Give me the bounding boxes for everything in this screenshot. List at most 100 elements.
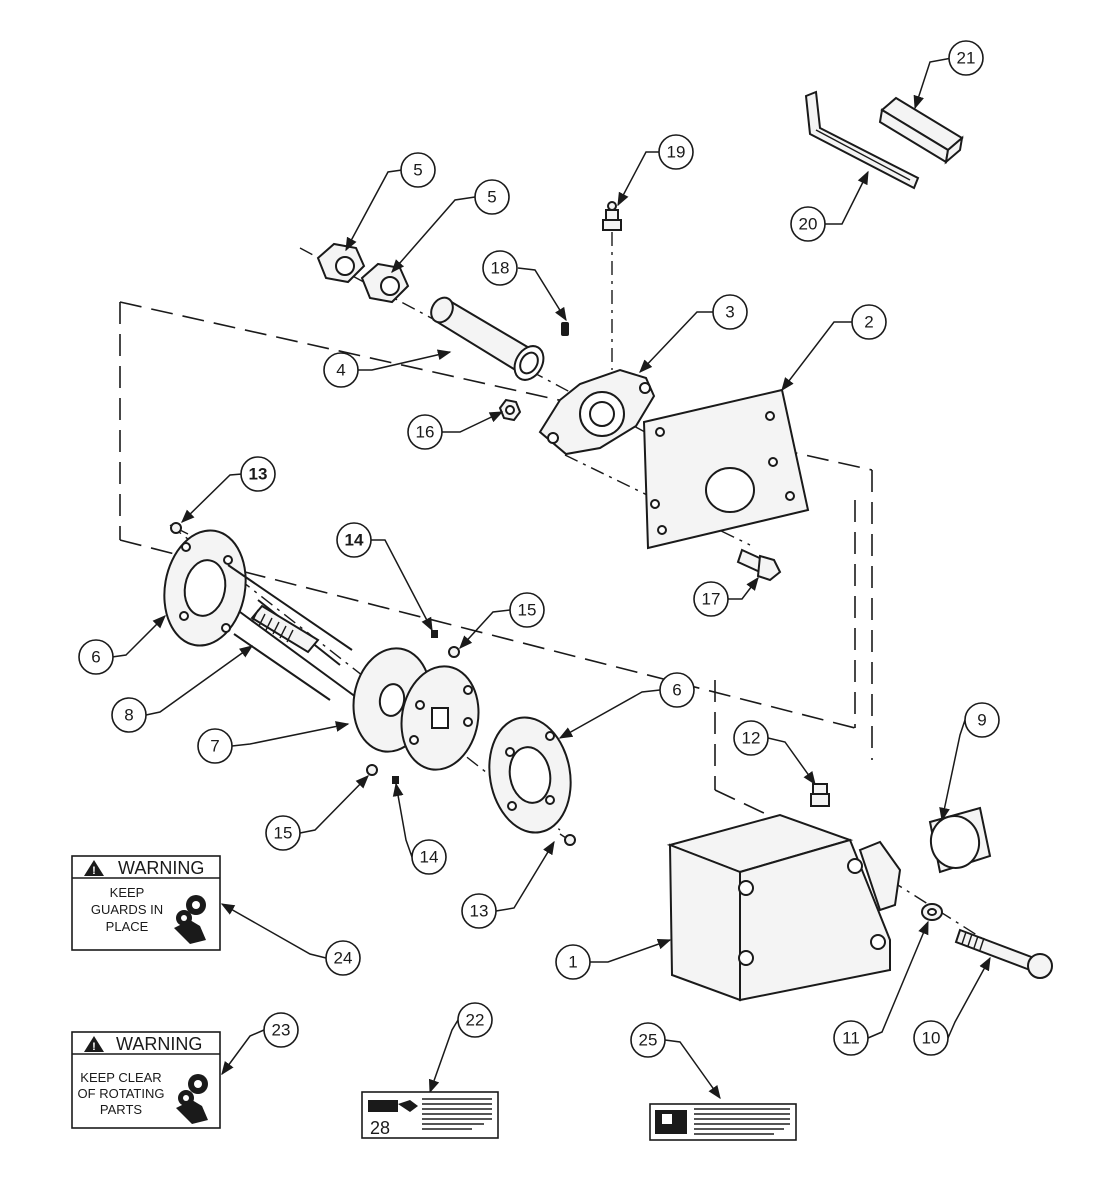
flange-bearing-part bbox=[538, 368, 656, 456]
allen-wrench-part bbox=[804, 90, 920, 190]
callout-7: 7 bbox=[197, 728, 233, 764]
svg-text:15: 15 bbox=[274, 824, 293, 843]
svg-text:12: 12 bbox=[742, 729, 761, 748]
callout-6-right: 6 bbox=[659, 672, 695, 708]
callout-1: 1 bbox=[555, 944, 591, 980]
svg-text:13: 13 bbox=[249, 465, 268, 484]
svg-text:21: 21 bbox=[957, 49, 976, 68]
svg-text:8: 8 bbox=[124, 706, 133, 725]
key-part bbox=[878, 96, 964, 165]
svg-text:5: 5 bbox=[487, 188, 496, 207]
svg-text:16: 16 bbox=[416, 423, 435, 442]
warning-decal-guards: ! WARNING KEEP GUARDS IN PLACE bbox=[71, 855, 221, 951]
sleeve-part bbox=[430, 296, 545, 381]
callout-13-bottom: 13 bbox=[461, 893, 497, 929]
svg-text:3: 3 bbox=[725, 303, 734, 322]
cap-screw-part bbox=[954, 928, 1053, 979]
hand-gears-icon bbox=[174, 895, 206, 944]
flange-ring-left-part bbox=[163, 529, 247, 647]
svg-text:7: 7 bbox=[210, 737, 219, 756]
callout-24: 24 bbox=[325, 940, 361, 976]
callout-19: 19 bbox=[658, 134, 694, 170]
callout-25: 25 bbox=[630, 1022, 666, 1058]
svg-text:1: 1 bbox=[568, 953, 577, 972]
svg-text:!: ! bbox=[92, 865, 96, 877]
callout-10: 10 bbox=[913, 1020, 949, 1056]
svg-text:14: 14 bbox=[345, 531, 364, 550]
hand-gears-icon bbox=[176, 1074, 208, 1124]
callout-3: 3 bbox=[712, 294, 748, 330]
grease-fitting-top-part bbox=[602, 201, 622, 231]
callout-18: 18 bbox=[482, 250, 518, 286]
mounting-plate-part bbox=[642, 388, 810, 550]
leader-lines bbox=[111, 57, 991, 1100]
service-decal bbox=[649, 1103, 797, 1141]
svg-text:9: 9 bbox=[977, 711, 986, 730]
service-decal-fineprint bbox=[694, 1108, 790, 1135]
callout-2: 2 bbox=[851, 304, 887, 340]
callout-20: 20 bbox=[790, 206, 826, 242]
svg-text:14: 14 bbox=[420, 848, 439, 867]
callout-22: 22 bbox=[457, 1002, 493, 1038]
callout-17: 17 bbox=[693, 581, 729, 617]
callout-13-top: 13 bbox=[240, 456, 276, 492]
svg-text:KEEP: KEEP bbox=[110, 885, 145, 900]
hex-nut-part bbox=[316, 242, 410, 304]
svg-text:4: 4 bbox=[336, 361, 345, 380]
flange-ring-right-part bbox=[488, 716, 572, 834]
svg-text:6: 6 bbox=[672, 681, 681, 700]
callout-23: 23 bbox=[263, 1012, 299, 1048]
svg-text:11: 11 bbox=[842, 1029, 860, 1048]
callout-11: 11 bbox=[833, 1020, 869, 1056]
callout-8: 8 bbox=[111, 697, 147, 733]
svg-text:10: 10 bbox=[922, 1029, 941, 1048]
svg-text:19: 19 bbox=[667, 143, 686, 162]
svg-text:28: 28 bbox=[370, 1118, 390, 1138]
svg-text:23: 23 bbox=[272, 1021, 291, 1040]
callout-12: 12 bbox=[733, 720, 769, 756]
warning-triangle-icon: ! bbox=[84, 1036, 104, 1053]
grease-decal: 28 bbox=[361, 1091, 499, 1139]
svg-text:PLACE: PLACE bbox=[106, 919, 149, 934]
svg-text:6: 6 bbox=[91, 648, 100, 667]
svg-text:OF ROTATING: OF ROTATING bbox=[78, 1086, 165, 1101]
svg-text:WARNING: WARNING bbox=[116, 1034, 202, 1054]
hex-bolt-part bbox=[736, 548, 782, 582]
assembly-centerlines bbox=[119, 232, 1041, 976]
small-nut-part bbox=[498, 398, 522, 422]
callout-15-top: 15 bbox=[509, 592, 545, 628]
callout-6-left: 6 bbox=[78, 639, 114, 675]
grease-gun-icon bbox=[368, 1100, 418, 1112]
end-cap-part bbox=[928, 806, 992, 874]
guide-rods-part bbox=[227, 564, 361, 701]
washer-part bbox=[921, 903, 943, 921]
svg-text:KEEP CLEAR: KEEP CLEAR bbox=[80, 1070, 161, 1085]
callout-5b: 5 bbox=[474, 179, 510, 215]
svg-text:24: 24 bbox=[334, 949, 353, 968]
svg-text:20: 20 bbox=[799, 215, 818, 234]
callout-14-top: 14 bbox=[336, 522, 372, 558]
svg-text:2: 2 bbox=[864, 313, 873, 332]
callout-21: 21 bbox=[948, 40, 984, 76]
callout-9: 9 bbox=[964, 702, 1000, 738]
svg-text:PARTS: PARTS bbox=[100, 1102, 142, 1117]
warning-triangle-icon: ! bbox=[84, 860, 104, 877]
svg-text:22: 22 bbox=[466, 1011, 485, 1030]
callout-5a: 5 bbox=[400, 152, 436, 188]
hardware-small-part bbox=[366, 630, 460, 784]
svg-text:17: 17 bbox=[702, 590, 721, 609]
brand-logo-icon bbox=[655, 1110, 687, 1134]
svg-text:!: ! bbox=[92, 1041, 96, 1053]
screw-lower-part bbox=[559, 833, 576, 846]
coupling-part bbox=[352, 647, 480, 771]
svg-text:5: 5 bbox=[413, 161, 422, 180]
warning-decal-rotating: ! WARNING KEEP CLEAR OF ROTATING PARTS bbox=[71, 1031, 221, 1129]
callout-16: 16 bbox=[407, 414, 443, 450]
grease-decal-fineprint bbox=[422, 1098, 492, 1130]
callout-4: 4 bbox=[323, 352, 359, 388]
svg-text:GUARDS IN: GUARDS IN bbox=[91, 902, 163, 917]
svg-text:15: 15 bbox=[518, 601, 537, 620]
set-screw-part bbox=[561, 322, 569, 336]
gearbox-housing-part bbox=[666, 813, 902, 1002]
